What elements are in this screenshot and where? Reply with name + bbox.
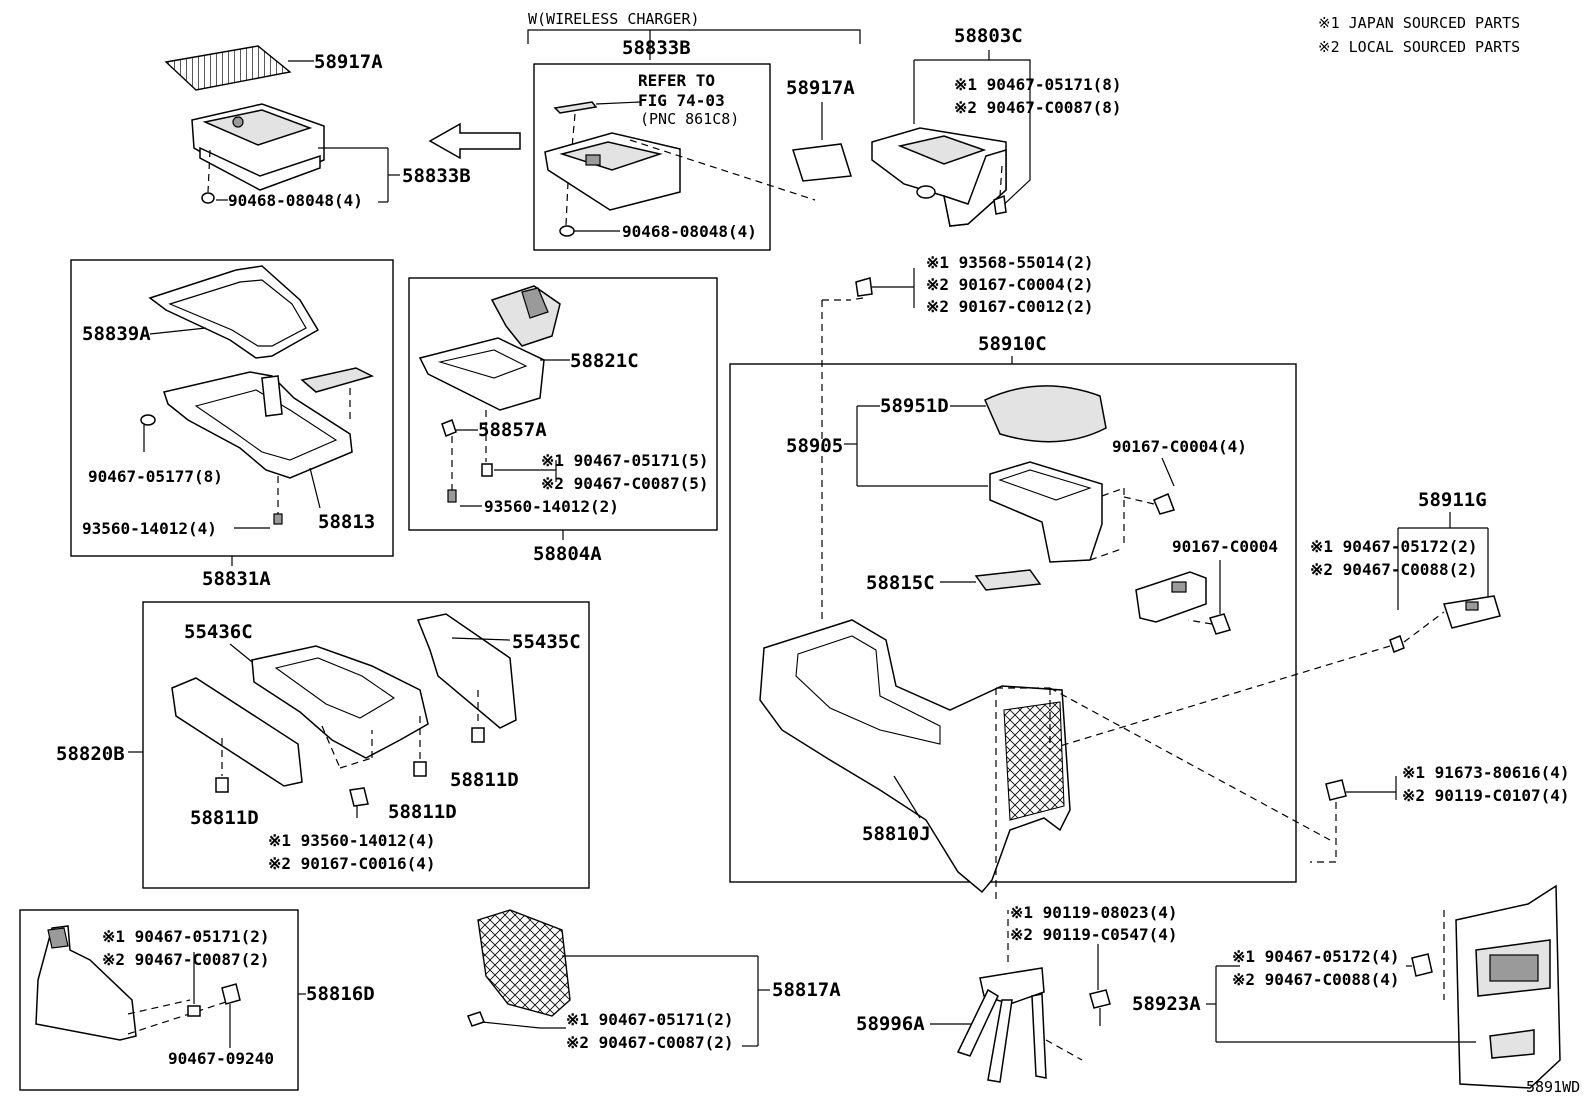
refer-to-line3: (PNC 861C8) [640,110,739,128]
label-58817A-note1[interactable]: ※1 90467-05171(2) [566,1010,734,1029]
label-58911G-note2[interactable]: ※2 90467-C0088(2) [1310,560,1478,579]
group-58803C: 58803C ※1 90467-05171(8) ※2 90467-C0087(… [871,25,1122,227]
label-wc-58917A[interactable]: 58917A [786,77,855,99]
label-tl-58917A[interactable]: 58917A [314,51,383,73]
label-58817A[interactable]: 58817A [772,979,841,1001]
label-58857A[interactable]: 58857A [478,419,547,441]
label-58911G[interactable]: 58911G [1418,489,1487,511]
group-58804A: 58821C 58857A ※1 90467-05171(5) ※2 90467… [408,277,718,565]
label-58820B-note1[interactable]: ※1 93560-14012(4) [268,831,436,850]
label-58820B[interactable]: 58820B [56,743,125,765]
refer-to-line1: REFER TO [638,71,715,90]
label-58804A[interactable]: 58804A [533,543,602,565]
group-58911G: 58911G ※1 90467-05172(2) ※2 90467-C0088(… [1059,489,1501,747]
label-58816D-note1[interactable]: ※1 90467-05171(2) [102,927,270,946]
group-top-screws: ※1 93568-55014(2) ※2 90167-C0004(2) ※2 9… [821,253,1094,620]
label-93560-14012-4[interactable]: 93560-14012(4) [82,519,217,538]
label-90467-09240[interactable]: 90467-09240 [168,1049,274,1068]
group-58816D: ※1 90467-05171(2) ※2 90467-C0087(2) 9046… [19,909,375,1091]
group-58817A: 58817A ※1 90467-05171(2) ※2 90467-C0087(… [467,909,841,1052]
label-tl-58833B[interactable]: 58833B [402,165,471,187]
group-right-screws: ※1 91673-80616(4) ※2 90119-C0107(4) [1310,763,1570,863]
label-58810J[interactable]: 58810J [862,823,931,845]
label-wc-58833B[interactable]: 58833B [622,37,691,59]
label-58911G-note1[interactable]: ※1 90467-05172(2) [1310,537,1478,556]
label-58951D[interactable]: 58951D [880,395,949,417]
group-58831A: 58839A 90467-05177(8) 58813 93560-14012(… [70,259,394,590]
label-58816D[interactable]: 58816D [306,983,375,1005]
group-58910C: 58910C 58951D 58905 90167-C0004(4) 90167… [729,333,1331,900]
label-58811D-c[interactable]: 58811D [450,769,519,791]
label-58803C-note1[interactable]: ※1 90467-05171(8) [954,75,1122,94]
label-screw-right-2[interactable]: ※2 90119-C0107(4) [1402,786,1570,805]
label-58804A-note2[interactable]: ※2 90467-C0087(5) [541,474,709,493]
label-screw-right-1[interactable]: ※1 91673-80616(4) [1402,763,1570,782]
label-58839A[interactable]: 58839A [82,323,151,345]
label-58804A-note1[interactable]: ※1 90467-05171(5) [541,451,709,470]
label-bolt-bottom-1[interactable]: ※1 90119-08023(4) [1010,903,1178,922]
label-58996A[interactable]: 58996A [856,1013,925,1035]
group-58923A: ※1 90467-05172(4) ※2 90467-C0088(4) 5892… [1132,884,1561,1089]
group-58820B: 55436C 58820B 55435C 58811D 58811D 58811… [56,601,590,889]
label-58831A[interactable]: 58831A [202,568,271,590]
label-tl-clip[interactable]: 90468-08048(4) [228,191,363,210]
label-58811D-a[interactable]: 58811D [190,807,259,829]
label-58803C-note2[interactable]: ※2 90467-C0087(8) [954,98,1122,117]
label-90167-C0004-4[interactable]: 90167-C0004(4) [1112,437,1247,456]
legend-japan-sourced: ※1 JAPAN SOURCED PARTS [1318,14,1520,32]
label-58815C[interactable]: 58815C [866,572,935,594]
label-93560-14012-2[interactable]: 93560-14012(2) [484,497,619,516]
label-58923A-note1[interactable]: ※1 90467-05172(4) [1232,947,1400,966]
label-58905[interactable]: 58905 [786,435,843,457]
label-55435C[interactable]: 55435C [512,631,581,653]
refer-to-line2[interactable]: FIG 74-03 [638,91,725,110]
wireless-charger-group: W(WIRELESS CHARGER) 58833B REFER TO FIG … [527,10,861,251]
label-screw-top-1[interactable]: ※1 93568-55014(2) [926,253,1094,272]
label-58816D-note2[interactable]: ※2 90467-C0087(2) [102,950,270,969]
label-90167-C0004[interactable]: 90167-C0004 [1172,537,1278,556]
label-58813[interactable]: 58813 [318,511,375,533]
label-screw-top-3[interactable]: ※2 90167-C0012(2) [926,297,1094,316]
label-screw-top-2[interactable]: ※2 90167-C0004(2) [926,275,1094,294]
label-55436C[interactable]: 55436C [184,621,253,643]
label-wc-clip[interactable]: 90468-08048(4) [622,222,757,241]
group-58996A: ※1 90119-08023(4) ※2 90119-C0547(4) 5899… [856,903,1178,1083]
figure-code: 5891WD [1526,1078,1580,1096]
label-58820B-note2[interactable]: ※2 90167-C0016(4) [268,854,436,873]
label-58923A-note2[interactable]: ※2 90467-C0088(4) [1232,970,1400,989]
arrow-left-icon [428,122,521,160]
label-58821C[interactable]: 58821C [570,350,639,372]
label-58923A[interactable]: 58923A [1132,993,1201,1015]
label-58811D-b[interactable]: 58811D [388,801,457,823]
group-58833B: 58917A 58833B 90468-08048(4) [164,45,471,210]
label-58910C[interactable]: 58910C [978,333,1047,355]
label-58803C[interactable]: 58803C [954,25,1023,47]
label-bolt-bottom-2[interactable]: ※2 90119-C0547(4) [1010,925,1178,944]
legend-local-sourced: ※2 LOCAL SOURCED PARTS [1318,38,1520,56]
wireless-charger-title: W(WIRELESS CHARGER) [528,10,700,28]
label-58817A-note2[interactable]: ※2 90467-C0087(2) [566,1033,734,1052]
label-90467-05177[interactable]: 90467-05177(8) [88,467,223,486]
